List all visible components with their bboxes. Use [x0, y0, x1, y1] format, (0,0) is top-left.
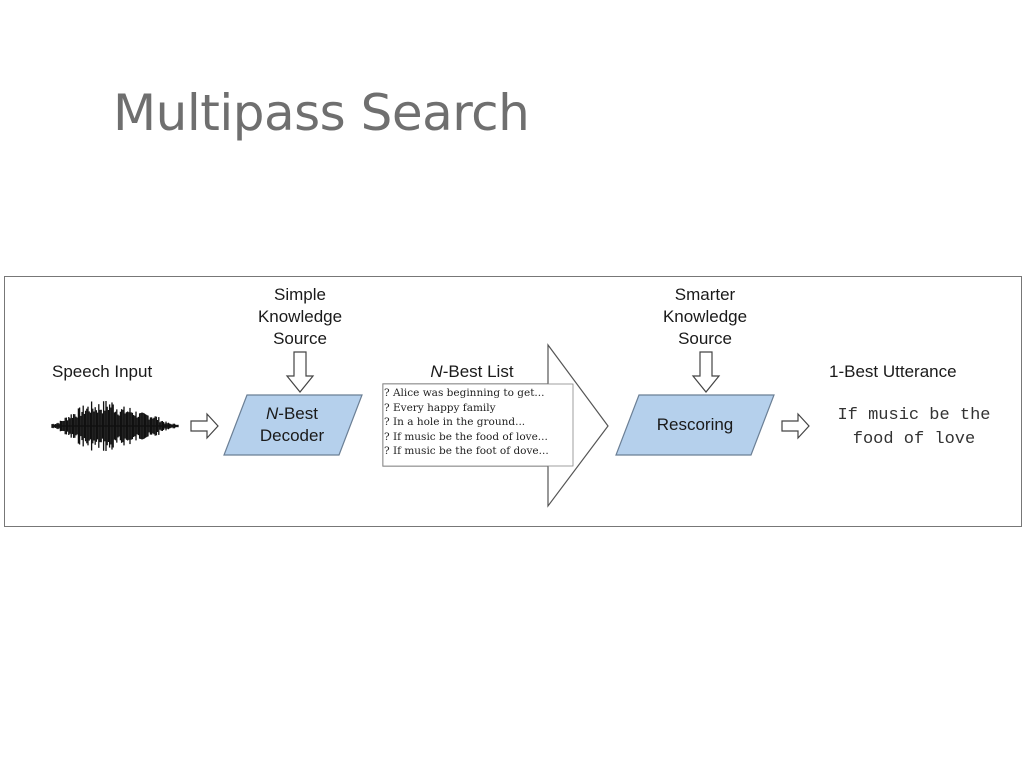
nbest-list: ? Alice was beginning to get... ? Every … [384, 386, 572, 459]
best-utterance-label: 1-Best Utterance [829, 362, 957, 381]
speech-input-label: Speech Input [52, 362, 153, 381]
rescoring-box [615, 394, 775, 456]
rescoring-label: Rescoring [656, 415, 734, 434]
list-item: ? If music be the foot of dove... [384, 445, 549, 458]
arrow-rescoring-to-output [781, 412, 810, 440]
list-item: ? In a hole in the ground... [384, 416, 526, 429]
smarter-knowledge-source-label: Smarter Knowledge Source [662, 285, 748, 348]
slide-title: Multipass Search [113, 84, 530, 142]
arrow-simple-source-down [285, 351, 315, 393]
list-item: ? If music be the food of love... [384, 430, 548, 443]
nbest-list-box [382, 383, 574, 467]
output-utterance: If music be the food of love [837, 406, 991, 449]
decoder-box [223, 394, 363, 456]
decoder-label: N-Best Decoder [259, 404, 325, 445]
simple-knowledge-source-label: Simple Knowledge Source [257, 285, 343, 348]
nbest-list-label: N-Best List [430, 362, 514, 381]
list-item: ? Every happy family [384, 401, 496, 414]
arrow-waveform-to-decoder [190, 412, 219, 440]
speech-waveform-icon [51, 400, 179, 452]
list-item: ? Alice was beginning to get... [384, 387, 545, 399]
arrow-smarter-source-down [691, 351, 721, 393]
